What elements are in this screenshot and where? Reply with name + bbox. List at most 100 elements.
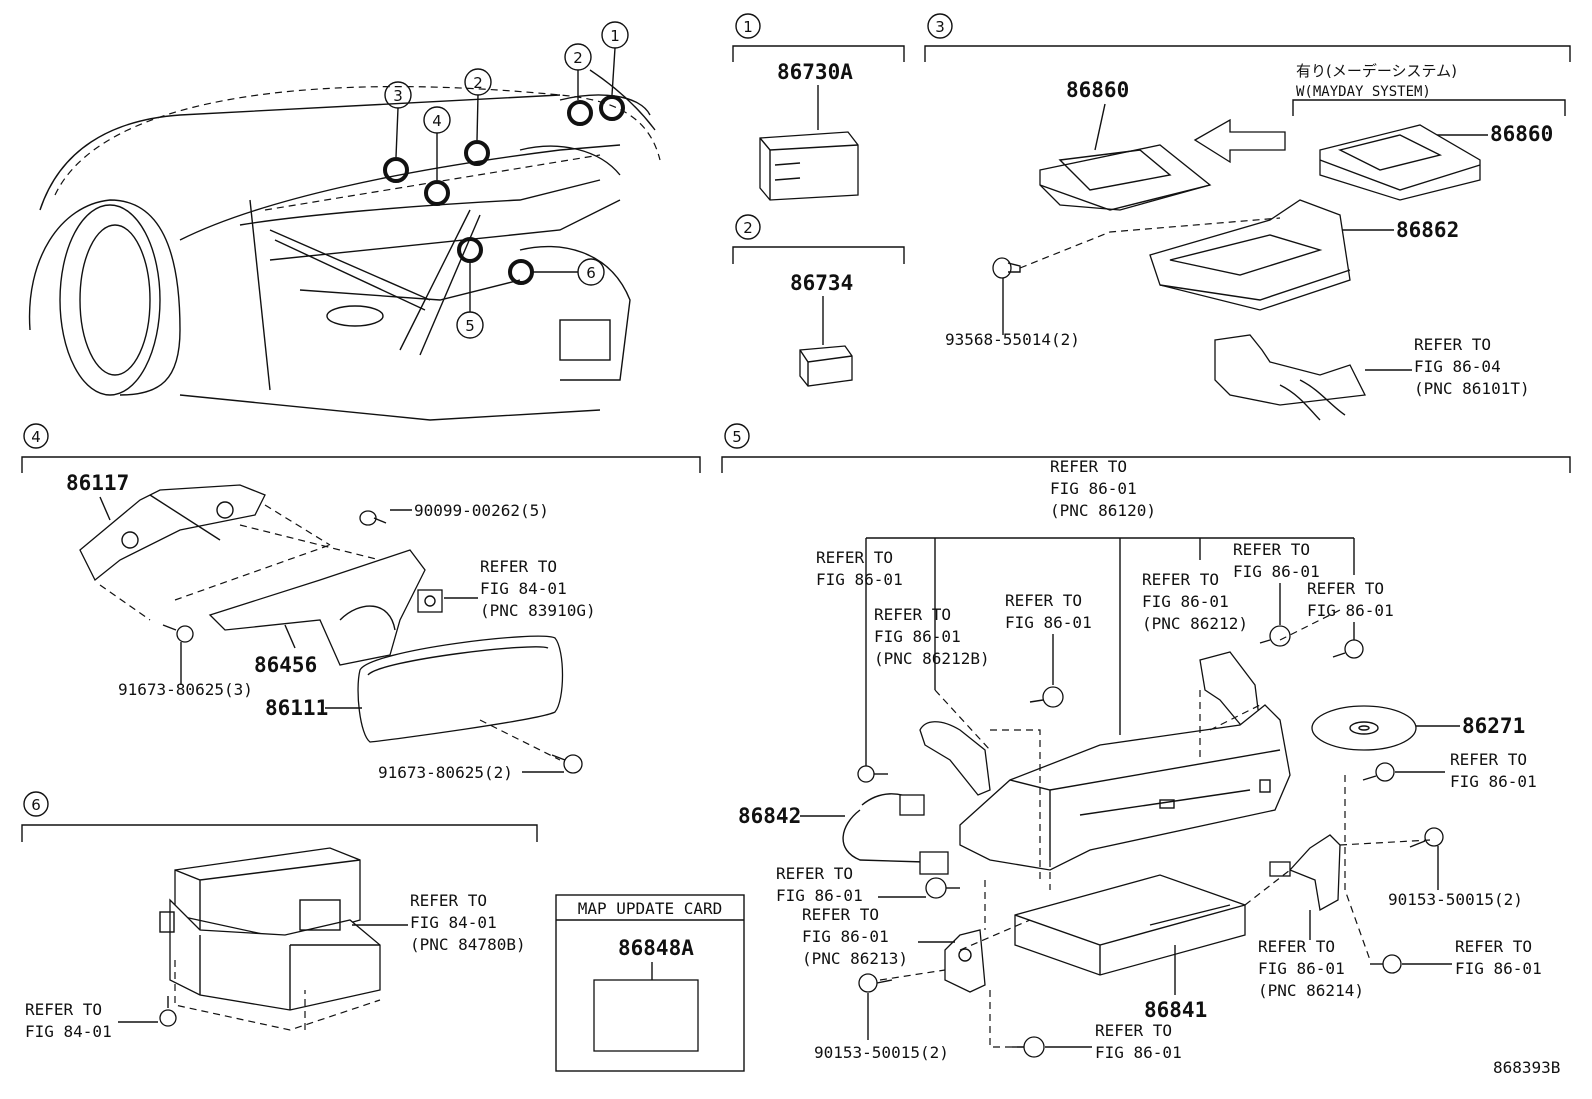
- screw-a-icon: [857, 765, 888, 783]
- part-86117-label: 86117: [66, 471, 129, 495]
- section-6-number: 6: [31, 796, 41, 814]
- refer-86213-line1: REFER TO: [802, 905, 879, 924]
- section-3-number: 3: [935, 18, 945, 36]
- refer-g-line1: REFER TO: [1450, 750, 1527, 769]
- dvd-player-unit: [159, 847, 381, 1011]
- part-86860-label: 86860: [1066, 78, 1129, 102]
- screw-91673-left-icon: [162, 624, 194, 643]
- refer-84780B-line1: REFER TO: [410, 891, 487, 910]
- screw-91673-bottom-icon: [551, 754, 583, 774]
- callout-3-label: 3: [393, 87, 403, 105]
- screw-g-icon: [1362, 762, 1395, 782]
- refer-86214-line2: FIG 86-01: [1258, 959, 1345, 978]
- part-86456-bracket: [208, 549, 426, 666]
- callout-4-label: 4: [432, 112, 442, 130]
- refer-c-line2: FIG 86-01: [1005, 613, 1092, 632]
- map-card-part-label: 86848A: [618, 936, 694, 960]
- refer-86212-line1: REFER TO: [1142, 570, 1219, 589]
- refer-l-line1: REFER TO: [1095, 1021, 1172, 1040]
- part-86730A-connector: [759, 131, 859, 201]
- refer-e-line2: FIG 86-01: [1233, 562, 1320, 581]
- section-5: 5 REFER TO FIG 86-01 (PNC 86120) REFER T…: [721, 423, 1571, 1062]
- refer-e-line1: REFER TO: [1233, 540, 1310, 559]
- refer-c-line1: REFER TO: [1005, 591, 1082, 610]
- bolt-93568-icon: [992, 257, 1021, 279]
- screw-h-icon: [925, 877, 960, 899]
- refer-83910G-line2: FIG 84-01: [480, 579, 567, 598]
- screw-90153-right-icon: [1409, 827, 1444, 848]
- diagram-code: 868393B: [1493, 1058, 1560, 1077]
- section-2-number: 2: [743, 219, 753, 237]
- part-86456-label: 86456: [254, 653, 317, 677]
- refer-86120-line2: FIG 86-01: [1050, 479, 1137, 498]
- screw-90099-icon: [359, 510, 387, 526]
- part-86117-bracket: [79, 484, 266, 582]
- refer-84780B-line2: FIG 84-01: [410, 913, 497, 932]
- screw-90099-label: 90099-00262(5): [414, 501, 549, 520]
- section-4: 4 86117 90099-00262(5) REFER TO FI: [21, 423, 701, 782]
- map-card-title: MAP UPDATE CARD: [578, 899, 723, 918]
- refer-86214-line1: REFER TO: [1258, 937, 1335, 956]
- part-86841-label: 86841: [1144, 998, 1207, 1022]
- part-86842-label: 86842: [738, 804, 801, 828]
- callout-2b-label: 2: [473, 74, 483, 92]
- refer-f-line1: REFER TO: [1307, 579, 1384, 598]
- section-2: 2 86734: [732, 214, 905, 387]
- screw-l-icon: [1012, 1036, 1045, 1058]
- bracket-86213: [944, 929, 986, 993]
- part-86860-module: [1039, 144, 1212, 211]
- callout-5-label: 5: [465, 317, 475, 335]
- screw-90153-bottom-icon: [858, 973, 893, 993]
- section-1-number: 1: [743, 18, 753, 36]
- refer-a-line2: FIG 86-01: [816, 570, 903, 589]
- part-86842-harness: [842, 793, 949, 875]
- section-4-number: 4: [31, 428, 41, 446]
- refer-84-01-line1: REFER TO: [25, 1000, 102, 1019]
- mayday-note-jp: 有り(メーデーシステム): [1296, 62, 1457, 80]
- refer-k-line1: REFER TO: [1455, 937, 1532, 956]
- part-86271-disc: [1311, 705, 1417, 751]
- part-86111-label: 86111: [265, 696, 328, 720]
- screw-90153-bottom-label: 90153-50015(2): [814, 1043, 949, 1062]
- refer-86212B-line3: (PNC 86212B): [874, 649, 990, 668]
- refer-86120-line1: REFER TO: [1050, 457, 1127, 476]
- refer-h-line1: REFER TO: [776, 864, 853, 883]
- screw-k-icon: [1370, 954, 1402, 974]
- refer-86101T-line3: (PNC 86101T): [1414, 379, 1530, 398]
- mayday-note-en: W(MAYDAY SYSTEM): [1296, 84, 1431, 100]
- map-update-card-box: MAP UPDATE CARD 86848A: [555, 894, 745, 1072]
- refer-g-line2: FIG 86-01: [1450, 772, 1537, 791]
- callout-2-label: 2: [573, 49, 583, 67]
- bracket-86212B: [919, 721, 991, 796]
- harness-86101T: [1214, 334, 1366, 421]
- connector-83910G-icon: [417, 589, 443, 613]
- refer-86120-line3: (PNC 86120): [1050, 501, 1156, 520]
- screw-84-01-icon: [159, 996, 177, 1027]
- part-86862-bracket: [1149, 199, 1351, 311]
- callout-1-label: 1: [610, 27, 620, 45]
- refer-86212B-line1: REFER TO: [874, 605, 951, 624]
- part-86860-alt-label: 86860: [1490, 122, 1553, 146]
- bracket-86214: [1269, 834, 1341, 912]
- refer-86212-line2: FIG 86-01: [1142, 592, 1229, 611]
- section-1: 1 86730A: [732, 13, 905, 201]
- bolt-93568-label: 93568-55014(2): [945, 330, 1080, 349]
- refer-a-line1: REFER TO: [816, 548, 893, 567]
- refer-83910G-line1: REFER TO: [480, 557, 557, 576]
- screw-90153-right-label: 90153-50015(2): [1388, 890, 1523, 909]
- navigation-receiver: [959, 704, 1291, 871]
- screw-91673-left-label: 91673-80625(3): [118, 680, 253, 699]
- callout-6-label: 6: [586, 264, 596, 282]
- refer-86214-line3: (PNC 86214): [1258, 981, 1364, 1000]
- refer-86212B-line2: FIG 86-01: [874, 627, 961, 646]
- screw-e-icon: [1259, 625, 1291, 647]
- screw-c-icon: [1029, 686, 1064, 708]
- section-3: 3 86860 有り(メーデーシステム) W(MAYDAY SYSTEM) 86…: [924, 13, 1571, 421]
- overview-callouts: 1 2 2 3 4 5 6: [383, 21, 629, 339]
- refer-h-line2: FIG 86-01: [776, 886, 863, 905]
- part-86862-label: 86862: [1396, 218, 1459, 242]
- section-6: 6 REFER TO FIG 84-01 (PNC 84780B) REFER …: [21, 791, 538, 1041]
- refer-86101T-line1: REFER TO: [1414, 335, 1491, 354]
- part-86734-label: 86734: [790, 271, 853, 295]
